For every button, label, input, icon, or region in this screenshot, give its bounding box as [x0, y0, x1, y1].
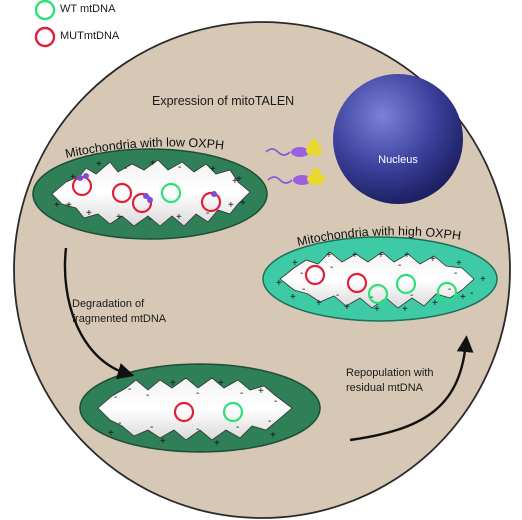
legend-wt-label: WT mtDNA	[60, 3, 116, 15]
repopulation-line-2: residual mtDNA	[346, 382, 424, 394]
legend-mut-circle	[34, 26, 56, 48]
nucleus-label: Nucleus	[378, 154, 418, 166]
degradation-line-2: fragmented mtDNA	[72, 313, 167, 325]
wt-mtdna	[395, 273, 417, 295]
mitotalen-protein-bottom	[267, 168, 325, 185]
mut-mtdna	[200, 191, 222, 213]
repopulation-label: Repopulation with residual mtDNA	[346, 366, 433, 396]
mut-mtdna	[173, 401, 195, 423]
legend-mut-label: MUTmtDNA	[60, 30, 120, 42]
mitotalen-protein-top	[265, 139, 322, 157]
svg-text:+-+-+ -+ ++-+-: +-+-+ -+ ++-+- +++ +++	[54, 158, 246, 225]
wt-mtdna	[436, 281, 458, 303]
nucleus	[333, 74, 463, 204]
wt-mtdna	[367, 283, 389, 305]
wt-mtdna	[160, 182, 182, 204]
repopulation-arrow	[349, 335, 474, 442]
legend-wt-circle	[34, 0, 56, 21]
svg-text:+++++++ ---- +: +++++++ ---- +++++++ ----- ++-	[276, 250, 486, 315]
degradation-label: Degradation of fragmented mtDNA	[72, 297, 166, 327]
mut-mtdna	[346, 272, 368, 294]
main-title: Expression of mitoTALEN	[152, 94, 295, 108]
svg-text:-+++ ----- ---: -+++ ----- ----- ++++	[108, 378, 280, 449]
mut-mtdna	[111, 182, 133, 204]
degradation-arrow	[63, 247, 135, 380]
repopulation-line-1: Repopulation with	[346, 367, 434, 379]
mut-mtdna	[131, 192, 153, 214]
mut-mtdna	[304, 264, 326, 286]
degradation-line-1: Degradation of	[72, 298, 145, 310]
mitochondrion-degraded: -+++ ----- ----- ++++	[79, 363, 321, 453]
wt-mtdna	[222, 401, 244, 423]
